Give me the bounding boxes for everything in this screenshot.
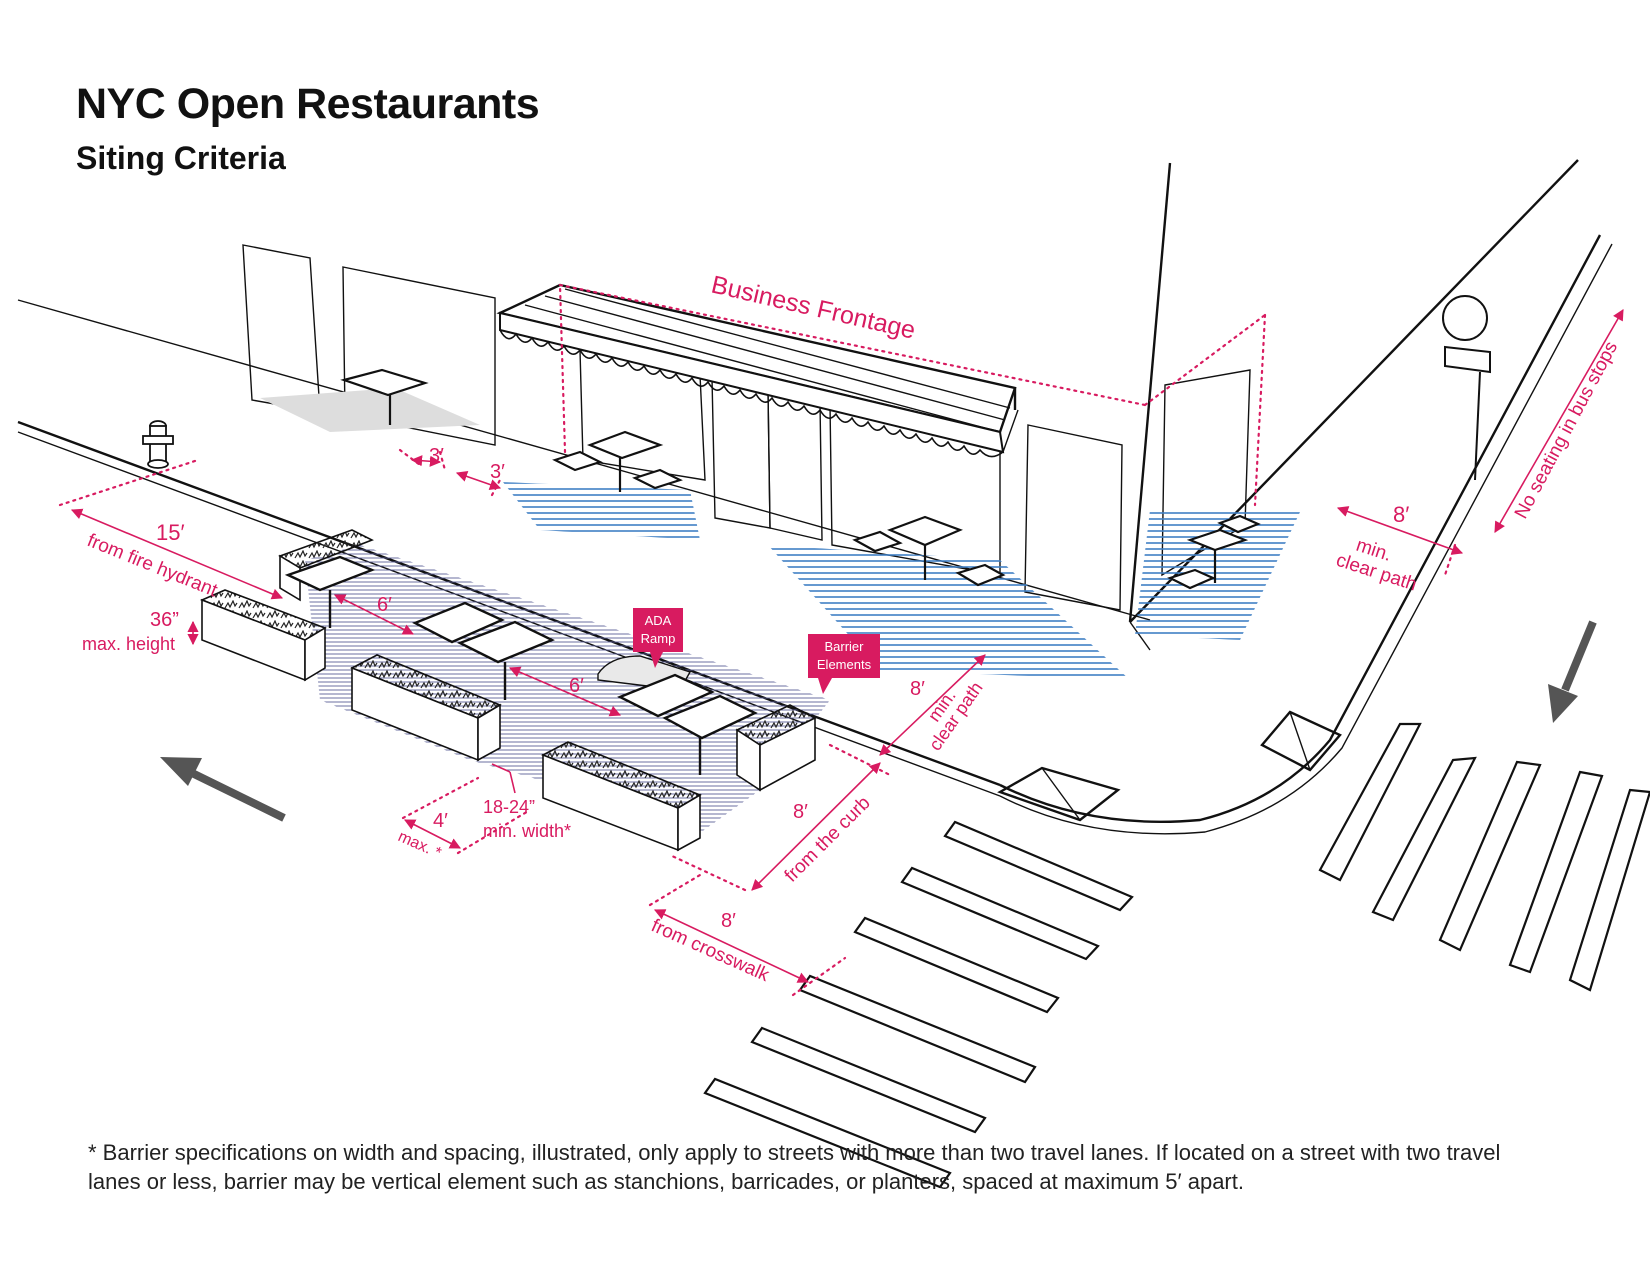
sidewalk-seating-zones [260,388,1300,680]
seating-zone-3 [1135,510,1300,640]
traffic-arrow-icon [1548,620,1597,723]
bus-stop-sign-icon [1442,295,1491,481]
business-frontage-outline [558,283,1267,507]
crosswalk-distance-value: 8′ [721,910,736,932]
clear-path-mid-value: 8′ [910,678,925,700]
planter-box [199,589,327,682]
seating-zone-grey [260,388,480,432]
curb-ramp-right [1260,710,1342,772]
barrier-tag-line1: Barrier [824,639,864,654]
ada-tag-line2: Ramp [641,631,676,646]
traffic-arrow-icon [160,757,286,822]
clear-path-corner-value: 8′ [1393,502,1409,527]
crosswalk-right [1318,722,1650,992]
hydrant-distance-value: 15′ [156,520,185,545]
height-value: 36” [150,609,179,631]
storefront-door-2 [767,389,823,541]
crosswalk-distance-text: from crosswalk [648,915,773,986]
planter-box [350,654,502,762]
barrier-elements-tag: Barrier Elements [808,634,880,694]
curb-ramp-left [997,766,1121,822]
planter-box [541,741,702,852]
storefront-window-3 [1024,424,1123,611]
crosswalk-left [703,820,1134,1189]
hydrant-distance-text: from fire hydrant [84,530,221,602]
seating-zone-2 [768,545,1130,680]
height-text: max. height [82,634,175,654]
bus-stop-text: No seating in bus stops [1511,338,1622,522]
planter-barriers [199,529,817,852]
dimension-lines [58,309,1624,997]
barrier-tag-line2: Elements [817,657,872,672]
footnote: * Barrier specifications on width and sp… [88,1140,1501,1194]
barrier-width-text: min. width* [483,821,571,841]
gap-label-b: 3′ [490,461,505,483]
gap-max-value: 4′ [433,810,448,832]
ada-tag-line1: ADA [645,613,672,628]
page-subtitle: Siting Criteria [76,140,286,176]
barrier-width-value: 18-24” [483,797,535,817]
curb-distance-value: 8′ [793,801,808,823]
gap-label-a: 3′ [429,445,444,467]
page-title: NYC Open Restaurants [76,80,540,128]
awning [496,283,1019,458]
ada-ramp-tag: ADA Ramp [633,608,683,668]
sidewalk-tables [340,368,1261,590]
window-left-1 [242,244,321,413]
gap-max-text: max. * [395,828,443,862]
aisle-label-b: 6′ [569,675,584,697]
aisle-label-a: 6′ [377,594,392,616]
fire-hydrant-icon [142,420,174,469]
window-left-2 [342,266,496,446]
roadway-tables [284,555,758,775]
seating-zone-1 [503,482,700,540]
